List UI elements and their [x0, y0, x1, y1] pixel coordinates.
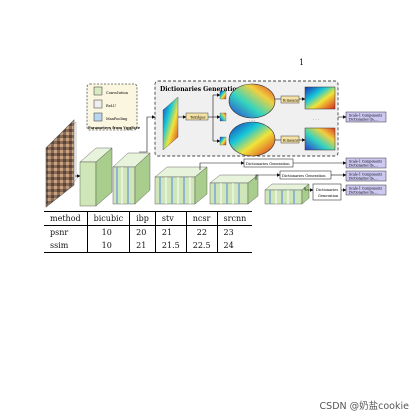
header-ibp: ibp [129, 211, 156, 226]
table-header-row: method bicubic ibp stv ncsr srcnn [44, 211, 253, 226]
output-dictionaries: Scale-1 Components Dictionaries (S₁,... … [338, 111, 387, 196]
feature-map [162, 96, 179, 151]
kmeans-label: K-means [283, 139, 299, 143]
legend-title: Parameters from VggFace [88, 126, 141, 130]
header-bicubic: bicubic [87, 211, 131, 226]
svg-text:Dictionaries Generation: Dictionaries Generation [282, 174, 326, 178]
svg-text:Dictionaries: Dictionaries [316, 188, 338, 192]
connectors [75, 115, 314, 192]
dict-title: Dictionaries Generation [160, 86, 241, 93]
cnn-block-1 [79, 147, 113, 207]
cell: 21 [129, 239, 156, 253]
relu-icon [93, 99, 103, 109]
cell: 20 [129, 225, 156, 239]
svg-text:Scale-1 Components: Scale-1 Components [349, 187, 383, 191]
cell: 21 [155, 225, 187, 239]
svg-text:Dictionaries (S₁,...: Dictionaries (S₁,... [349, 191, 378, 195]
dictionary-grid [304, 127, 336, 151]
kmeans-label: K-means [283, 99, 299, 103]
legend-box: Convolution ReLU MaxPooling Parameters f… [86, 83, 141, 131]
cnn-block-4 [209, 174, 259, 205]
svg-text:Scale-1 Components: Scale-1 Components [349, 160, 383, 164]
dictionaries-generation-box: Dictionaries Generation ToEdges · · · K-… [154, 80, 339, 157]
legend-convolution: Convolution [106, 91, 129, 95]
svg-text:Dictionaries Generation: Dictionaries Generation [246, 162, 290, 166]
cnn-block-2 [112, 152, 151, 205]
cell: 22.5 [186, 239, 218, 253]
table-row: psnr 10 20 21 22 23 [44, 225, 252, 239]
page-number: 1 [299, 58, 305, 67]
dots-mid: · · · [249, 118, 255, 123]
legend-maxpooling: MaxPooling [106, 117, 128, 121]
svg-text:Dictionaries (S₁,...: Dictionaries (S₁,... [349, 164, 378, 168]
results-table: method bicubic ibp stv ncsr srcnn psnr 1… [44, 211, 253, 253]
svg-text:Dictionaries (S₁,...: Dictionaries (S₁,... [349, 118, 378, 122]
legend-relu: ReLU [106, 104, 116, 108]
cell: 24 [217, 239, 253, 253]
header-ncsr: ncsr [186, 211, 218, 226]
cell: psnr [44, 225, 88, 239]
face-image-stack [45, 119, 77, 208]
to-edges-label: ToEdges [190, 116, 206, 120]
cell: 10 [87, 225, 131, 239]
header-method: method [44, 211, 88, 226]
table-row: ssim 10 21 21.5 22.5 24 [44, 239, 253, 253]
cluster-bubble [228, 83, 276, 119]
cell: 10 [87, 239, 131, 253]
convolution-icon [93, 86, 103, 96]
svg-text:· · ·: · · · [313, 117, 319, 122]
cnn-block-3 [154, 166, 208, 205]
cluster-bubble [228, 121, 276, 157]
maxpooling-icon [93, 112, 103, 122]
svg-text:Scale-1 Components: Scale-1 Components [349, 173, 383, 177]
cnn-block-5 [264, 183, 310, 205]
cell: 23 [223, 228, 234, 237]
cell: 22 [186, 225, 218, 239]
watermark-footer: CSDN @奶盐cookie [319, 401, 409, 412]
dictionary-grid [304, 86, 336, 110]
svg-text:Generation: Generation [318, 194, 339, 198]
svg-text:Scale-1 Components: Scale-1 Components [349, 114, 383, 118]
header-srcnn: srcnn [217, 211, 253, 226]
cell: ssim [44, 239, 88, 253]
cell: 21.5 [155, 239, 187, 253]
header-stv: stv [155, 211, 187, 226]
svg-text:Dictionaries (S₁,...: Dictionaries (S₁,... [349, 177, 378, 181]
